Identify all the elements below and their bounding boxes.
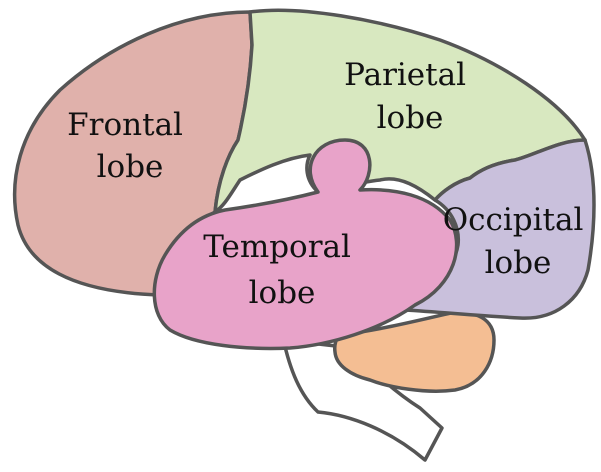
frontal-lobe-label-line-2: lobe bbox=[97, 149, 164, 185]
parietal-lobe-label-line-1: Parietal bbox=[344, 57, 466, 93]
frontal-lobe-label-line-1: Frontal bbox=[67, 107, 183, 143]
temporal-lobe-label-line-1: Temporal bbox=[203, 229, 351, 265]
occipital-lobe-label-line-2: lobe bbox=[485, 245, 552, 281]
temporal-lobe-label-line-2: lobe bbox=[249, 275, 316, 311]
parietal-lobe-label-line-2: lobe bbox=[377, 100, 444, 136]
occipital-lobe-label-line-1: Occipital bbox=[443, 202, 584, 238]
